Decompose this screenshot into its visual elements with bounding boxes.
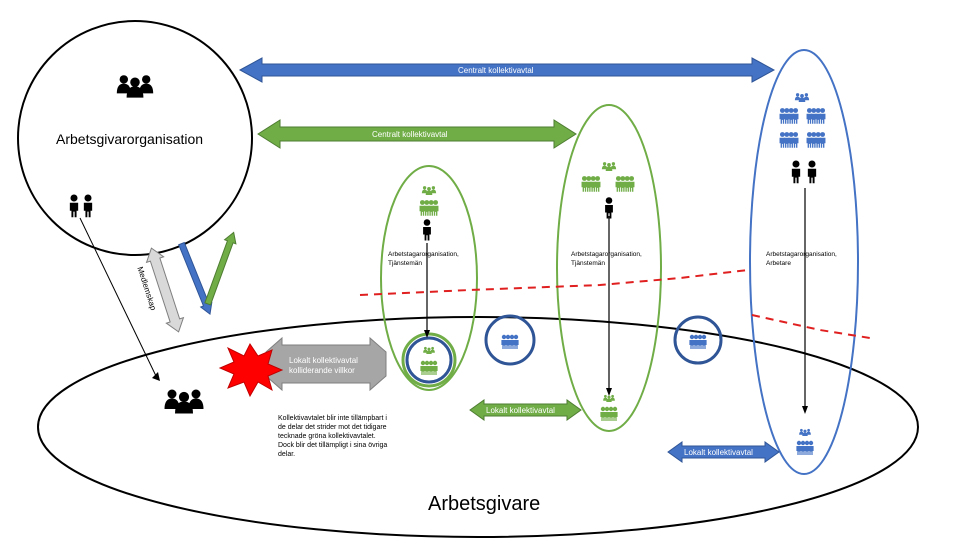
union1-group-icon	[421, 186, 437, 195]
workplace-crowd-green	[420, 361, 437, 375]
union2-person-icon	[605, 197, 613, 219]
employer-ellipse	[37, 316, 919, 538]
local-agreement-label-green: Lokalt kollektivavtal	[486, 406, 555, 415]
member-line	[79, 217, 157, 377]
union-label-1: Arbetstagarorganisation, Tjänstemän	[388, 251, 459, 267]
note-text: Kollektivavtalet blir inte tillämpbart i…	[278, 415, 388, 458]
workplace-circle-2	[484, 314, 536, 366]
central-agreement-label-top: Centralt kollektivavtal	[458, 66, 534, 75]
union2-crowd-icon	[582, 176, 601, 192]
union3-group-icon	[794, 93, 810, 102]
workplace-circle-green	[401, 332, 457, 388]
conflict-explosion	[218, 343, 284, 398]
employer-label: Arbetsgivare	[428, 493, 541, 515]
union3-person-icon	[791, 160, 801, 184]
union2-group-icon	[601, 162, 617, 171]
workplace-circle-3	[673, 315, 723, 365]
union3-crowd-icon	[780, 108, 799, 124]
membership-arrow	[145, 247, 185, 333]
union-ellipse-1	[380, 165, 478, 391]
local-agreement-label-blue: Lokalt kollektivavtal	[684, 448, 753, 457]
workplace-circle-inner	[405, 336, 453, 384]
local-blue-crowd-icon	[796, 441, 813, 455]
conflicting-agreement-arrow	[265, 336, 387, 392]
workplace-crowd-blue-2	[501, 335, 518, 349]
local-agreement-arrow-blue	[667, 441, 780, 463]
union3-person-icon-2	[807, 160, 817, 184]
local-blue-group-icon	[799, 428, 811, 437]
employer-org-label: Arbetsgivarorganisation	[56, 131, 204, 147]
local-green-crowd-icon	[600, 407, 617, 421]
workplace-group-green	[423, 346, 435, 355]
employer-group-icon	[164, 389, 204, 414]
blue-down-arrow	[178, 241, 213, 315]
union3-crowd-icon-3	[780, 132, 799, 148]
red-dashed-line	[359, 269, 749, 296]
conflicting-agreement-label: Lokalt kollektivavtal kolliderande villk…	[289, 356, 358, 375]
union2-crowd-icon-2	[616, 176, 635, 192]
union-ellipse-3	[749, 49, 859, 475]
union1-person-icon	[423, 219, 431, 241]
local-green-group-icon	[603, 394, 615, 403]
union-ellipse-2	[556, 104, 662, 432]
central-agreement-arrow-green	[257, 119, 577, 149]
central-agreement-label-green: Centralt kollektivavtal	[372, 130, 448, 139]
union-label-2: Arbetstagarorganisation, Tjänstemän	[571, 251, 642, 267]
central-agreement-arrow-blue	[238, 57, 776, 83]
red-dashed-line-2	[751, 314, 871, 339]
workplace-crowd-blue-3	[689, 335, 706, 349]
union1-crowd-icon	[420, 200, 439, 216]
union-label-3: Arbetstagarorganisation, Arbetare	[766, 251, 837, 267]
union3-crowd-icon-4	[807, 132, 826, 148]
union3-crowd-icon-2	[807, 108, 826, 124]
local-agreement-arrow-green	[469, 399, 582, 421]
green-up-arrow	[204, 231, 237, 306]
